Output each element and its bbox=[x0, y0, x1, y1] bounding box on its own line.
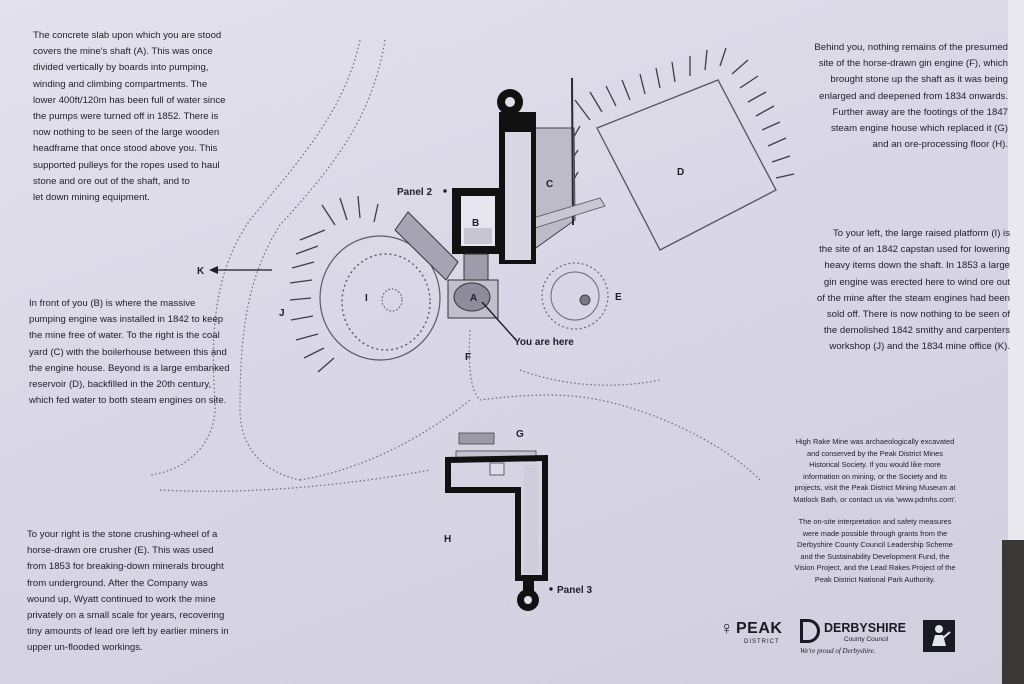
label-b: B bbox=[472, 218, 479, 229]
track-mid bbox=[519, 369, 661, 386]
crusher-e bbox=[541, 262, 609, 330]
background-shadow bbox=[1002, 540, 1024, 684]
label-panel3: Panel 3 bbox=[557, 585, 592, 596]
label-d: D bbox=[677, 167, 684, 178]
engine-house-b bbox=[452, 89, 536, 283]
text-gin-engine: Behind you, nothing remains of the presu… bbox=[814, 42, 1008, 151]
derbyshire-logo: DERBYSHIRE County Council We're proud of… bbox=[800, 619, 906, 655]
text-capstan: To your left, the large raised platform … bbox=[816, 228, 1010, 353]
you-are-here-pointer bbox=[481, 301, 517, 341]
label-i: I bbox=[365, 293, 368, 304]
label-panel2: Panel 2 bbox=[397, 187, 432, 198]
label-you-are-here: You are here bbox=[514, 337, 574, 348]
label-f: F bbox=[465, 352, 471, 363]
text-credits-grants: The on-site interpretation and safety me… bbox=[794, 517, 956, 584]
label-e: E bbox=[615, 292, 622, 303]
track-bottom-b bbox=[159, 469, 431, 492]
text-shaft: The concrete slab upon which you are sto… bbox=[33, 30, 226, 204]
track-right bbox=[468, 329, 761, 481]
miner-icon bbox=[932, 625, 951, 646]
arrow-k-icon bbox=[209, 266, 272, 274]
text-credits-society: High Rake Mine was archaeologically exca… bbox=[793, 437, 957, 504]
reservoir-d bbox=[569, 47, 795, 251]
label-h: H bbox=[444, 534, 451, 545]
panel3-marker bbox=[549, 587, 553, 591]
label-g: G bbox=[516, 429, 524, 440]
engine-house-g bbox=[445, 432, 548, 611]
shaft-a bbox=[447, 279, 499, 319]
coal-yard-c bbox=[532, 77, 606, 251]
capstan-platform-i bbox=[289, 195, 441, 373]
text-crusher: To your right is the stone crushing-whee… bbox=[27, 529, 229, 654]
label-j: J bbox=[279, 308, 285, 319]
boilerhouse bbox=[394, 211, 459, 281]
label-c: C bbox=[546, 179, 553, 190]
label-a: A bbox=[470, 293, 477, 304]
panel2-marker bbox=[443, 189, 447, 193]
board-edge bbox=[1008, 0, 1024, 684]
label-k: K bbox=[197, 266, 205, 277]
society-logo bbox=[923, 620, 955, 652]
track-bottom-a bbox=[299, 399, 471, 481]
text-engine-house: In front of you (B) is where the massive… bbox=[29, 298, 230, 407]
peak-district-logo: ♀ PEAK DISTRICT bbox=[720, 618, 783, 645]
